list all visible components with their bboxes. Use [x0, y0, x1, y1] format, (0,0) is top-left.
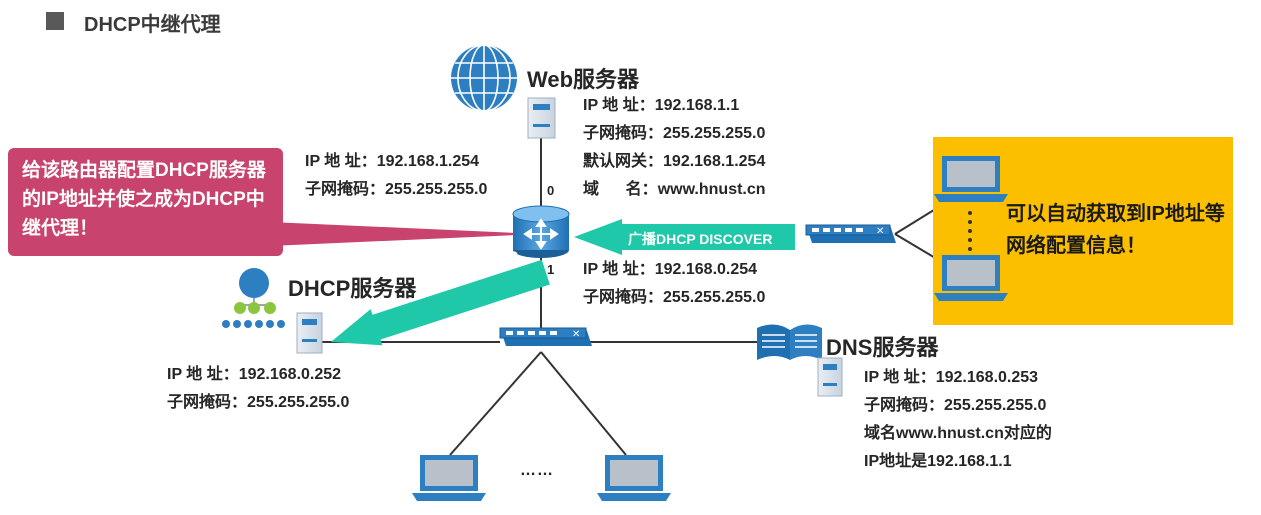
callout-text: 给该路由器配置DHCP服务器的IP地址并使之成为DHCP中继代理！	[22, 160, 266, 239]
page-title: DHCP中继代理	[84, 14, 221, 36]
title-square-icon	[46, 12, 64, 30]
more-hosts-ellipsis: ……	[520, 462, 554, 479]
router-port0-info: IP 地 址：192.168.1.254 子网掩码：255.255.255.0	[305, 148, 487, 204]
web-mask-row: 子网掩码：255.255.255.0	[583, 125, 766, 142]
web-server-name: Web服务器	[527, 67, 640, 92]
link-switch-pc-right	[540, 351, 627, 456]
dhcp-mask-row: 子网掩码：255.255.255.0	[167, 394, 350, 411]
dhcp-server-name: DHCP服务器	[288, 276, 417, 301]
dhcp-server-tower-icon	[296, 312, 323, 354]
vertical-dots	[968, 211, 972, 251]
dns-server-name: DNS服务器	[826, 335, 939, 360]
laptop-icon-top-right	[934, 156, 1008, 202]
web-server-tower-icon	[527, 97, 556, 139]
yellow-note-text: 可以自动获取到IP地址等网络配置信息！	[1006, 203, 1225, 257]
callout-pointer	[270, 222, 540, 246]
port0-mask-row: 子网掩码：255.255.255.0	[305, 181, 488, 198]
dns-server-info: IP 地 址：192.168.0.253 子网掩码：255.255.255.0 …	[864, 364, 1052, 476]
unicast-arrow	[330, 259, 550, 346]
main-switch-icon: ✕	[499, 327, 592, 346]
port1-mask-row: 子网掩码：255.255.255.0	[583, 289, 766, 306]
dns-note-line2: IP地址是192.168.1.1	[864, 453, 1012, 470]
router-port1-info: IP 地 址：192.168.0.254 子网掩码：255.255.255.0	[583, 256, 765, 312]
org-chart-icon	[222, 268, 285, 328]
laptop-icon-bottom-left	[412, 455, 486, 501]
edge-switch-icon: ✕	[805, 224, 896, 243]
link-switch-pc-left	[449, 351, 542, 456]
dns-ip-row: IP 地 址：192.168.0.253	[864, 369, 1039, 386]
svg-text:✕: ✕	[572, 329, 580, 340]
svg-text:✕: ✕	[876, 226, 884, 237]
dns-mask-row: 子网掩码：255.255.255.0	[864, 397, 1047, 414]
port1-ip-row: IP 地 址：192.168.0.254	[583, 261, 758, 278]
dns-note-line1: 域名www.hnust.cn对应的	[864, 425, 1052, 442]
port1-label: 1	[547, 262, 555, 277]
web-ip-row: IP 地 址：192.168.1.1	[583, 97, 740, 114]
web-server-info: IP 地 址：192.168.1.1 子网掩码：255.255.255.0 默认…	[583, 92, 766, 204]
dhcp-server-info: IP 地 址：192.168.0.252 子网掩码：255.255.255.0	[167, 361, 349, 417]
broadcast-arrow	[574, 219, 795, 255]
web-domain-row: 域 名：www.hnust.cn	[583, 181, 766, 198]
callout-box	[8, 148, 283, 256]
dhcp-ip-row: IP 地 址：192.168.0.252	[167, 366, 342, 383]
laptop-icon-bottom-center	[597, 455, 671, 501]
book-icon	[757, 324, 822, 360]
globe-icon	[451, 44, 517, 112]
router-icon	[512, 205, 570, 258]
broadcast-label: 广播DHCP DISCOVER	[628, 231, 773, 247]
laptop-icon-bottom-right	[934, 255, 1008, 301]
web-gateway-row: 默认网关：192.168.1.254	[583, 153, 766, 170]
port0-label: 0	[547, 183, 555, 198]
dns-server-tower-icon	[817, 357, 843, 397]
port0-ip-row: IP 地 址：192.168.1.254	[305, 153, 480, 170]
